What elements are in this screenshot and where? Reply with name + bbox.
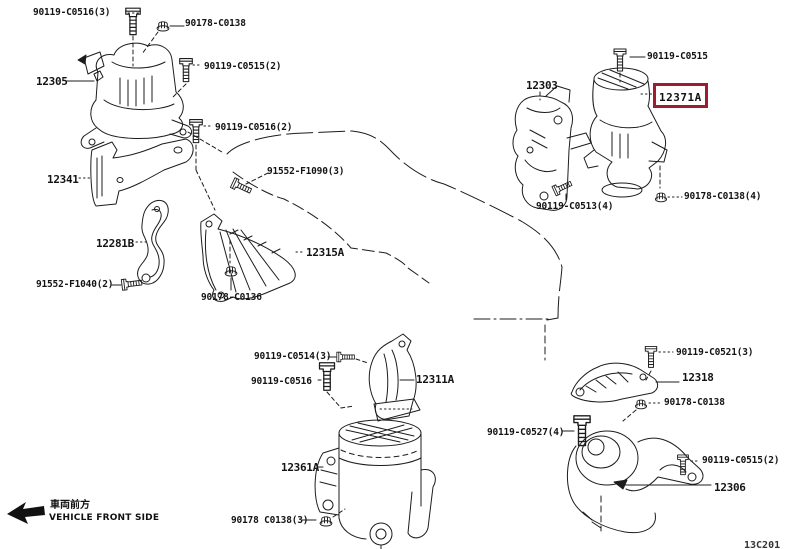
vehicle-front-label-jp: 車両前方: [50, 500, 90, 511]
part-label-90119-C0516-b[interactable]: 90119-C0516: [251, 376, 312, 387]
part-art-12303: [512, 85, 592, 211]
part-label-90178-C0138-3[interactable]: 90178 C0138(3): [231, 515, 309, 526]
part-label-90119-C0514-3[interactable]: 90119-C0514(3): [254, 351, 332, 362]
part-label-90119-C0527-4[interactable]: 90119-C0527(4): [487, 427, 565, 438]
part-label-90178-C0138-b[interactable]: 90178-C0138: [664, 397, 725, 408]
part-art-12318: [570, 362, 659, 403]
part-label-90119-C0513-4[interactable]: 90119-C0513(4): [536, 201, 614, 212]
highlighted-part-callout[interactable]: 12371A: [653, 83, 708, 108]
part-label-90119-C0515-2-top[interactable]: 90119-C0515(2): [204, 61, 282, 72]
part-label-90119-C0516-2[interactable]: 90119-C0516(2): [215, 122, 293, 133]
part-art-12361A: [314, 419, 436, 549]
body-outline: [226, 130, 563, 361]
part-label-12371A: 12371A: [659, 91, 702, 104]
part-label-90178-C0136[interactable]: 90178-C0136: [201, 292, 262, 303]
part-label-12315A[interactable]: 12315A: [306, 246, 344, 259]
part-art-12305: [77, 42, 192, 149]
part-art-12341: [90, 138, 194, 207]
part-art-12315A: [200, 213, 296, 302]
part-art-12311A: [368, 333, 421, 422]
part-label-12306[interactable]: 12306: [714, 481, 746, 494]
part-label-91552-F1090-3[interactable]: 91552-F1090(3): [267, 166, 345, 177]
part-label-12303[interactable]: 12303: [526, 79, 558, 92]
vehicle-front-label-en: VEHICLE FRONT SIDE: [49, 513, 160, 523]
part-label-90119-C0521-3[interactable]: 90119-C0521(3): [676, 347, 754, 358]
part-label-90119-C0515-2-b[interactable]: 90119-C0515(2): [702, 455, 780, 466]
part-art-12281B: [137, 199, 169, 285]
part-label-12318[interactable]: 12318: [682, 371, 714, 384]
part-label-12311A[interactable]: 12311A: [416, 373, 454, 386]
part-label-12281B[interactable]: 12281B: [96, 237, 134, 250]
part-label-91552-F1040-2[interactable]: 91552-F1040(2): [36, 279, 114, 290]
page-code: 13C201: [744, 540, 781, 549]
part-label-90178-C0138-4[interactable]: 90178-C0138(4): [684, 191, 762, 202]
part-label-12361A[interactable]: 12361A: [281, 461, 319, 474]
vehicle-front-arrow: [7, 502, 45, 524]
part-art-12306: [567, 430, 704, 534]
part-label-12305[interactable]: 12305: [36, 75, 68, 88]
part-label-90178-C0138-top[interactable]: 90178-C0138: [185, 18, 246, 29]
part-label-90119-C0515[interactable]: 90119-C0515: [647, 51, 708, 62]
part-label-12341[interactable]: 12341: [47, 173, 79, 186]
part-label-90119-C0516-3[interactable]: 90119-C0516(3): [33, 7, 111, 18]
